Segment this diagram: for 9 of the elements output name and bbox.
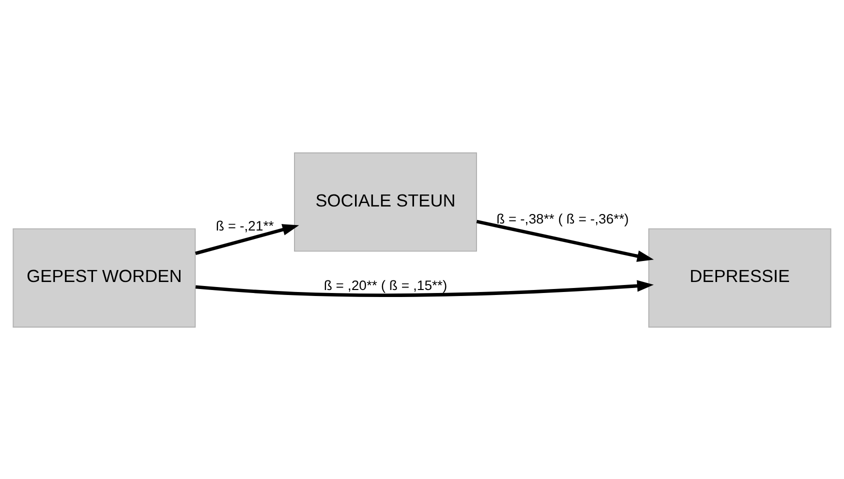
arrow: [195, 224, 300, 255]
node-box: GEPEST WORDEN: [12, 228, 196, 328]
node-box: SOCIALE STEUN: [294, 152, 477, 252]
node-box: DEPRESSIE: [648, 228, 832, 328]
edge-label: ß = ,20** ( ß = ,15**): [324, 277, 448, 292]
edge-label: ß = -,38** ( ß = -,36**): [496, 211, 629, 226]
arrow: [195, 280, 654, 296]
edge-label: ß = -,21**: [216, 218, 274, 233]
arrow: [476, 219, 654, 262]
